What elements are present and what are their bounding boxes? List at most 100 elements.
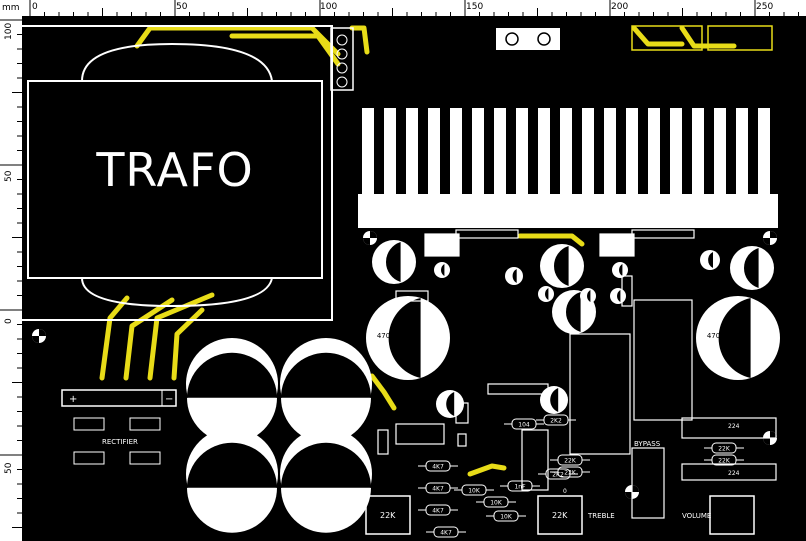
output-cap: 4700uF/50V	[696, 296, 780, 380]
resistor: 2K2	[536, 414, 576, 426]
ruler-tick-label: 100	[320, 2, 338, 12]
resistor-label: 104	[518, 422, 530, 429]
ruler-unit-label: mm	[2, 3, 20, 13]
rectifier-label: RECTIFIER	[102, 438, 138, 446]
terminal-block-top	[496, 28, 560, 50]
capacitor	[505, 267, 523, 285]
transformer-label: TRAFO	[95, 143, 253, 197]
capacitor	[540, 386, 568, 414]
resistor-label: 22K	[718, 446, 731, 453]
resistor: 22K	[550, 454, 590, 466]
heatsink-fin	[516, 108, 528, 196]
heatsink-fin	[472, 108, 484, 196]
resistor-label: 22K	[564, 470, 577, 477]
medium-capacitors	[372, 240, 774, 418]
heatsink-fin	[714, 108, 726, 196]
resistor-row: 4K74K74K74K710K10K10K22K22K22K22K1042K22…	[418, 414, 744, 538]
resistor-label: 22K	[564, 458, 577, 465]
pot-treble-value: 22K	[552, 511, 568, 520]
terminal-block-top-right	[631, 25, 773, 51]
ruler-tick-label: 0	[4, 318, 14, 324]
horizontal-ruler-ticks	[29, 0, 799, 16]
resistor-label: 4K7	[432, 464, 444, 471]
resistor: 4K7	[418, 504, 458, 516]
transformer	[22, 25, 333, 321]
heatsink	[358, 108, 778, 228]
heatsink-fin	[362, 108, 374, 196]
cap-224-label: 224	[728, 423, 740, 430]
resistor-label: 2K2	[552, 472, 564, 479]
output-capacitors: 4700uF/50V 4700uF/50V	[366, 296, 780, 380]
capacitor-label: 4700uF/50V	[211, 376, 254, 384]
potentiometers	[365, 495, 755, 535]
heatsink-fin	[736, 108, 748, 196]
capacitor	[580, 288, 596, 304]
ruler-tick-label: 50	[4, 170, 14, 182]
heatsink-fin	[538, 108, 550, 196]
filter-cap: 4700uF/50V	[186, 428, 278, 533]
pot-bass-value: 22K	[380, 511, 396, 520]
ruler-tick-label: 100	[4, 22, 14, 40]
capacitor-label: 4700uF/50V	[377, 332, 420, 340]
heatsink-fin	[648, 108, 660, 196]
heatsink-fin	[758, 108, 770, 196]
ruler-tick-label: 0	[32, 2, 38, 12]
resistor-label: 10K	[490, 500, 503, 507]
mounting-hole	[763, 231, 777, 245]
ruler-tick-label: 50	[4, 462, 14, 474]
vertical-ruler: 100 50 0 50	[0, 16, 23, 541]
resistor-label: 4K7	[432, 508, 444, 515]
resistor: 22K	[704, 454, 744, 466]
capacitor	[538, 286, 554, 302]
heatsink-fin	[692, 108, 704, 196]
heatsink-fin	[670, 108, 682, 196]
heatsink-fin	[450, 108, 462, 196]
resistor: 1nF	[500, 480, 540, 492]
output-cap: 4700uF/50V	[366, 296, 450, 380]
resistor: 10K	[486, 510, 526, 522]
capacitor	[612, 262, 628, 278]
resistor-label: 4K7	[440, 530, 452, 537]
heatsink-fin	[428, 108, 440, 196]
resistor: 10K	[476, 496, 516, 508]
heatsink-fin	[494, 108, 506, 196]
heatsink-fin	[560, 108, 572, 196]
filter-cap: 4700uF/50V	[280, 338, 372, 443]
resistor: 2K2	[538, 468, 578, 480]
capacitor	[372, 240, 416, 284]
resistor-label: 1nF	[514, 484, 526, 491]
rectifier-minus-label: −	[165, 394, 173, 405]
filter-cap: 4700uF/50V	[280, 428, 372, 533]
ruler-tick-label: 50	[176, 2, 188, 12]
resistor: 4K7	[418, 460, 458, 472]
filter-capacitors: 4700uF/50V 4700uF/50V 4700uF/50V 4700uF/50V	[186, 338, 372, 533]
pot-bass-label: BASS	[342, 512, 361, 520]
ruler-tick-label: 250	[756, 2, 774, 12]
ruler-tick-label: 150	[466, 2, 484, 12]
resistor: 22K	[704, 442, 744, 454]
resistor-label: 10K	[468, 488, 481, 495]
horizontal-ruler: mm 0 50 100 150 200 250	[0, 0, 806, 17]
capacitor-label: 4700uF/50V	[707, 332, 750, 340]
resistor-label: 22K	[718, 458, 731, 465]
cap-224-label: 224	[728, 470, 740, 477]
capacitor	[700, 250, 720, 270]
capacitor-label: 4700uF/50V	[305, 376, 348, 384]
capacitor-label: 4700uF/50V	[211, 466, 254, 474]
heatsink-fin	[384, 108, 396, 196]
heatsink-fin	[582, 108, 594, 196]
resistor-label: 4K7	[432, 486, 444, 493]
driver-section	[377, 229, 777, 519]
rectifier-plus-label: +	[69, 394, 77, 405]
resistor: 4K7	[418, 482, 458, 494]
capacitor	[436, 390, 464, 418]
capacitor	[434, 262, 450, 278]
pot-volume-label: VOLUME	[682, 512, 711, 520]
rectifier-bridge	[61, 389, 177, 465]
bypass-label: BYPASS	[634, 440, 661, 448]
pot-treble-label: TREBLE	[587, 512, 615, 520]
resistor-label: 2K2	[550, 418, 562, 425]
terminal-block-top-left	[330, 27, 354, 91]
mounting-hole	[32, 329, 46, 343]
